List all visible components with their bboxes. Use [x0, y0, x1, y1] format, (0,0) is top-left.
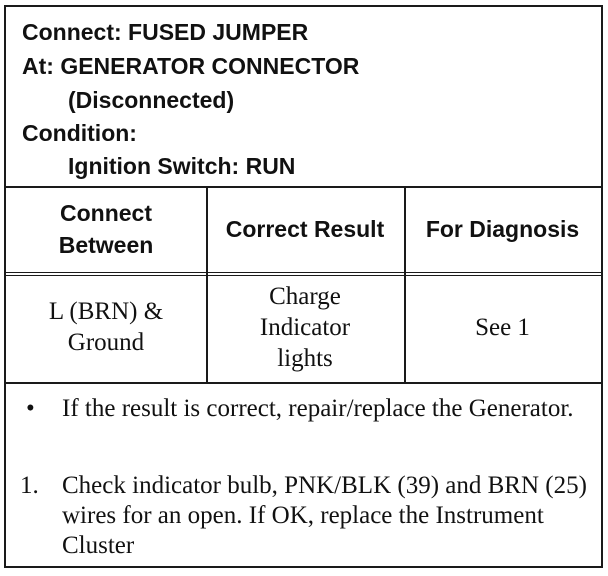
condition-detail: Ignition Switch: RUN [68, 153, 296, 179]
col-correct-result-label: Correct Result [225, 216, 385, 242]
table-row: L (BRN) & Ground Charge Indicator lights… [6, 272, 601, 384]
test-header: Connect: FUSED JUMPER At: GENERATOR CONN… [6, 7, 601, 188]
col-for-diagnosis: For Diagnosis [404, 186, 601, 272]
cell-for-diagnosis: See 1 [404, 272, 601, 382]
connect-line: Connect: FUSED JUMPER [22, 19, 309, 45]
column-headers: Connect Between Correct Result For Diagn… [6, 186, 601, 276]
note-1: 1. Check indicator bulb, PNK/BLK (39) an… [20, 471, 591, 561]
condition-label: Condition: [22, 120, 137, 146]
cell-connect-between-text: L (BRN) & Ground [48, 298, 164, 356]
note-bullet-text: If the result is correct, repair/replace… [62, 395, 574, 422]
note-1-marker: 1. [20, 472, 39, 499]
col-for-diagnosis-label: For Diagnosis [425, 216, 580, 242]
col-connect-between: Connect Between [6, 186, 208, 272]
bullet-marker: • [26, 395, 35, 422]
note-bullet: • If the result is correct, repair/repla… [20, 394, 591, 424]
diagnostic-table: Connect: FUSED JUMPER At: GENERATOR CONN… [4, 5, 603, 568]
cell-correct-result-text: Charge Indicator lights [259, 282, 351, 372]
at-note: (Disconnected) [68, 87, 235, 113]
cell-connect-between: L (BRN) & Ground [6, 272, 208, 382]
notes: • If the result is correct, repair/repla… [6, 382, 601, 566]
cell-for-diagnosis-text: See 1 [475, 313, 530, 341]
col-connect-between-label: Connect Between [58, 200, 154, 258]
col-correct-result: Correct Result [206, 186, 406, 272]
cell-correct-result: Charge Indicator lights [206, 272, 406, 382]
at-line: At: GENERATOR CONNECTOR [22, 53, 360, 79]
note-1-text: Check indicator bulb, PNK/BLK (39) and B… [62, 472, 587, 559]
